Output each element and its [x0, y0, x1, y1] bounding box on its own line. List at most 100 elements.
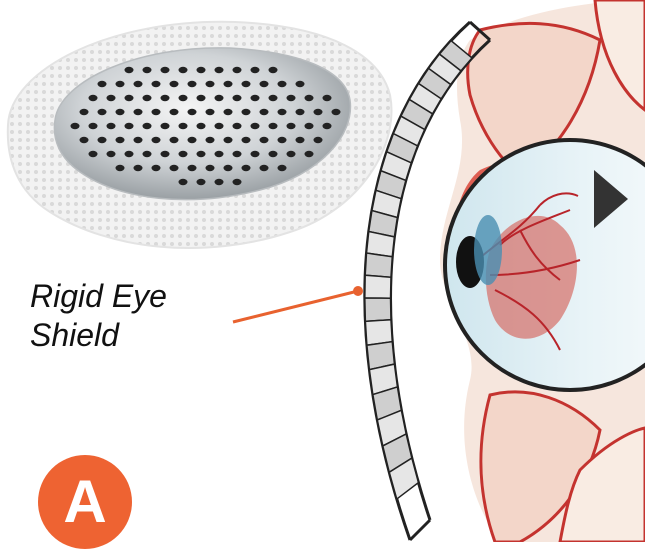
- perforation-hole: [305, 95, 314, 101]
- perforation-hole: [143, 95, 152, 101]
- perforation-hole: [80, 137, 89, 143]
- perforation-hole: [89, 151, 98, 157]
- perforation-hole: [152, 165, 161, 171]
- perforation-hole: [251, 67, 260, 73]
- perforation-hole: [161, 95, 170, 101]
- perforation-hole: [161, 67, 170, 73]
- perforation-hole: [197, 123, 206, 129]
- shield-segment: [365, 320, 392, 345]
- perforation-hole: [224, 137, 233, 143]
- perforation-hole: [287, 123, 296, 129]
- perforation-hole: [125, 95, 134, 101]
- panel-badge: A: [38, 455, 132, 549]
- perforation-hole: [152, 109, 161, 115]
- shield-bottom-tip: [410, 520, 430, 540]
- perforation-hole: [323, 123, 332, 129]
- perforation-hole: [116, 81, 125, 87]
- perforation-hole: [278, 137, 287, 143]
- perforation-hole: [161, 151, 170, 157]
- perforation-hole: [206, 109, 215, 115]
- perforation-hole: [233, 123, 242, 129]
- perforation-hole: [206, 81, 215, 87]
- perforation-hole: [215, 123, 224, 129]
- perforation-hole: [269, 67, 278, 73]
- perforation-hole: [188, 137, 197, 143]
- perforation-hole: [224, 165, 233, 171]
- perforation-hole: [305, 123, 314, 129]
- perforation-hole: [134, 165, 143, 171]
- perforation-hole: [125, 67, 134, 73]
- perforation-hole: [179, 151, 188, 157]
- perforation-hole: [251, 95, 260, 101]
- perforation-hole: [206, 137, 215, 143]
- perforation-hole: [143, 151, 152, 157]
- perforation-hole: [215, 95, 224, 101]
- perforation-hole: [197, 95, 206, 101]
- perforation-hole: [215, 67, 224, 73]
- shield-label-line-1: Rigid Eye: [30, 277, 167, 316]
- perforation-hole: [116, 165, 125, 171]
- perforation-hole: [224, 81, 233, 87]
- perforation-hole: [98, 137, 107, 143]
- leader-dot: [353, 286, 363, 296]
- perforation-hole: [287, 151, 296, 157]
- perforation-hole: [242, 137, 251, 143]
- perforation-hole: [242, 165, 251, 171]
- perforation-hole: [143, 123, 152, 129]
- perforation-hole: [116, 137, 125, 143]
- perforation-hole: [233, 67, 242, 73]
- perforation-hole: [251, 151, 260, 157]
- shield-segment: [365, 298, 391, 321]
- perforation-hole: [170, 137, 179, 143]
- eye-cross-section: [440, 0, 645, 542]
- perforation-hole: [296, 81, 305, 87]
- perforation-hole: [269, 95, 278, 101]
- perforation-hole: [125, 151, 134, 157]
- perforation-hole: [179, 123, 188, 129]
- perforation-hole: [233, 179, 242, 185]
- perforation-hole: [80, 109, 89, 115]
- perforation-hole: [179, 95, 188, 101]
- perforation-hole: [332, 109, 341, 115]
- perforation-hole: [134, 109, 143, 115]
- perforation-hole: [170, 81, 179, 87]
- perforation-hole: [134, 137, 143, 143]
- perforation-hole: [143, 67, 152, 73]
- perforation-hole: [260, 109, 269, 115]
- perforation-hole: [278, 109, 287, 115]
- shield-label-line-2: Shield: [30, 316, 167, 355]
- perforation-hole: [89, 95, 98, 101]
- perforation-hole: [188, 109, 197, 115]
- perforation-hole: [260, 137, 269, 143]
- perforation-hole: [323, 95, 332, 101]
- iris: [474, 215, 502, 285]
- perforation-hole: [260, 81, 269, 87]
- shield-segment: [365, 253, 392, 277]
- perforation-hole: [314, 137, 323, 143]
- perforation-hole: [188, 81, 197, 87]
- perforation-hole: [125, 123, 134, 129]
- perforation-hole: [233, 151, 242, 157]
- perforation-hole: [98, 81, 107, 87]
- perforation-hole: [278, 165, 287, 171]
- perforation-hole: [98, 109, 107, 115]
- perforation-hole: [242, 109, 251, 115]
- perforation-hole: [152, 81, 161, 87]
- perforation-hole: [287, 95, 296, 101]
- perforation-hole: [107, 95, 116, 101]
- leader-line: [233, 291, 358, 322]
- perforation-hole: [314, 109, 323, 115]
- eye-shield-photo: [8, 22, 392, 248]
- perforation-hole: [197, 67, 206, 73]
- shield-segment: [365, 275, 391, 298]
- perforation-hole: [224, 109, 233, 115]
- perforation-hole: [152, 137, 161, 143]
- perforation-hole: [179, 179, 188, 185]
- perforation-hole: [170, 109, 179, 115]
- perforation-hole: [296, 137, 305, 143]
- perforation-hole: [233, 95, 242, 101]
- perforation-hole: [269, 123, 278, 129]
- perforation-hole: [134, 81, 143, 87]
- perforation-hole: [197, 151, 206, 157]
- perforation-hole: [107, 151, 116, 157]
